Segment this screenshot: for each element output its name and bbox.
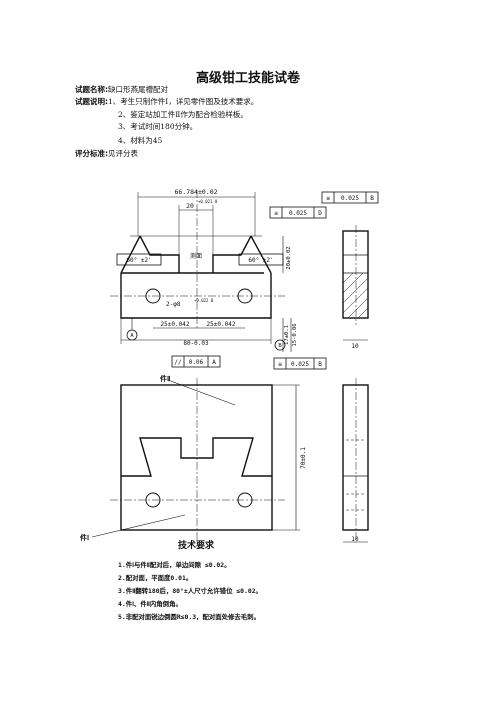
angle-frame-left bbox=[116, 253, 162, 266]
field-desc: 试题说明:1、考生只制作件Ⅰ，详见零件图及技术要求。 bbox=[75, 97, 258, 107]
dim-top: 66.784±0.02 bbox=[174, 188, 217, 196]
sym-icon: ≡ bbox=[278, 361, 282, 368]
dim-thickness2: 10 bbox=[351, 536, 359, 543]
score-label: 评分标准: bbox=[75, 149, 108, 158]
gtol-top-value: 0.025 bbox=[341, 195, 359, 202]
gtol-frame-slot bbox=[269, 206, 327, 219]
dim-hole-right: 25±0.042 bbox=[207, 321, 236, 328]
dim-thickness: 10 bbox=[351, 343, 359, 350]
center-label: 测面 bbox=[190, 252, 202, 260]
parallel-icon: // bbox=[174, 359, 182, 366]
sym-icon: ≡ bbox=[326, 195, 330, 202]
part2-label: 件Ⅱ bbox=[160, 374, 170, 383]
dim-holes-tol: +0.022 0 bbox=[194, 298, 214, 303]
angle-right: 60° ±2' bbox=[248, 257, 273, 264]
dim-assembly-h: 70±0.1 bbox=[300, 447, 307, 469]
dim-slot-tol: +0.021 0 bbox=[198, 199, 218, 204]
dim-hole-left: 25±0.042 bbox=[161, 321, 190, 328]
datum-a-label: A bbox=[130, 333, 134, 339]
dim-slot: 20 bbox=[186, 202, 194, 210]
gtol-top-ref: B bbox=[370, 195, 374, 202]
part1-label: 件Ⅰ bbox=[80, 533, 89, 542]
field-score: 评分标准:见评分表 bbox=[75, 149, 138, 159]
gtol-slot-ref: D bbox=[318, 210, 322, 217]
gtol-slot-value: 0.025 bbox=[289, 210, 307, 217]
score-value: 见评分表 bbox=[108, 149, 138, 158]
dim-holes: 2-φ8 bbox=[166, 301, 181, 308]
dim-height-b: 15-0.06 bbox=[292, 323, 298, 346]
field-name: 试题名称:缺口形燕尾槽配对 bbox=[75, 85, 168, 95]
datum-b bbox=[274, 339, 286, 351]
assembly-outline bbox=[120, 384, 273, 531]
tech-item-5: 5.非配对面锐边倒圆R≤0.3，配对面处修去毛刺。 bbox=[118, 613, 260, 621]
desc-item-2: 2、鉴定站加工件Ⅱ作为配合检验样板。 bbox=[118, 110, 248, 119]
gtol-bottom-value: 0.025 bbox=[291, 361, 309, 368]
sym-icon: ≡ bbox=[274, 210, 278, 217]
side-view-2 bbox=[342, 384, 369, 531]
gtol-bottom-ref: B bbox=[318, 361, 322, 368]
gtol-parallel-ref: A bbox=[212, 359, 216, 366]
angle-frame-right bbox=[238, 253, 284, 266]
gtol-parallel-value: 0.06 bbox=[189, 359, 204, 366]
name-value: 缺口形燕尾槽配对 bbox=[108, 85, 168, 94]
tech-item-1: 1.件Ⅰ与件Ⅱ配对后，单边间隙 ≤0.02。 bbox=[118, 561, 231, 569]
dim-width: 80-0.03 bbox=[183, 340, 209, 347]
tech-item-2: 2.配对面，平面度0.01。 bbox=[118, 574, 193, 582]
tech-heading: 技术要求 bbox=[178, 541, 215, 551]
dim-height-a: 17±0.1 bbox=[284, 325, 290, 345]
side-view-1 bbox=[342, 230, 369, 319]
page-title: 高级钳工技能试卷 bbox=[195, 71, 300, 86]
part1-outline bbox=[120, 235, 272, 319]
gtol-frame-parallel bbox=[171, 355, 221, 368]
desc-label: 试题说明: bbox=[75, 97, 108, 106]
gtol-frame-top bbox=[321, 191, 379, 204]
tech-item-3: 3.件Ⅱ翻转180后，80°±人尺寸允许错位 ≤0.02。 bbox=[118, 587, 262, 595]
desc-item-1: 1、考生只制作件Ⅰ，详见零件图及技术要求。 bbox=[108, 97, 259, 106]
desc-item-4: 4、材料为45 bbox=[118, 136, 163, 145]
desc-item-3: 3、考试时间180分钟。 bbox=[118, 122, 198, 131]
gtol-frame-bottom bbox=[273, 357, 327, 370]
dim-height-slot: 20±0.02 bbox=[286, 246, 292, 269]
datum-b-label: B bbox=[278, 343, 282, 349]
tech-item-4: 4.件Ⅰ、件Ⅱ内角倒角。 bbox=[118, 600, 182, 608]
name-label: 试题名称: bbox=[75, 85, 108, 94]
angle-left: 60° ±2' bbox=[126, 257, 151, 264]
